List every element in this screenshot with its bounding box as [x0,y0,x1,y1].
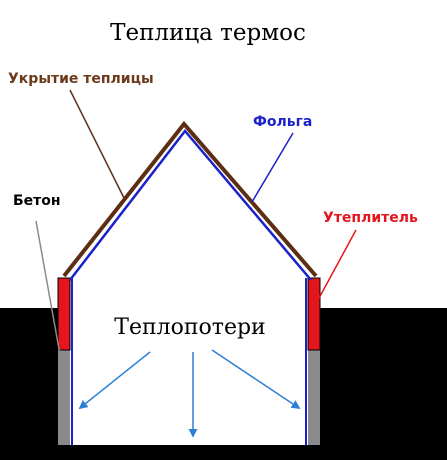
pointer-covering [69,89,125,199]
ground [0,308,447,460]
label-concrete: Бетон [13,193,61,209]
greenhouse-interior [72,300,306,445]
label-covering: Укрытие теплицы [8,71,154,87]
heat-loss-arrow-right [211,349,301,409]
diagram-title: Теплица термос [110,20,306,46]
label-foil: Фольга [253,114,312,130]
left-concrete-wall [58,350,70,445]
right-concrete-wall [308,350,320,445]
heat-loss-arrow-left [78,351,151,410]
left-insulation [58,278,70,350]
pointer-concrete [35,220,67,389]
roof-covering [62,120,318,278]
pointer-insulation [317,229,357,301]
label-insulation: Утеплитель [323,210,418,226]
roof-foil [69,129,312,281]
label-heat-loss: Теплопотери [114,315,265,340]
right-insulation [308,278,320,350]
pointer-foil [251,132,294,203]
